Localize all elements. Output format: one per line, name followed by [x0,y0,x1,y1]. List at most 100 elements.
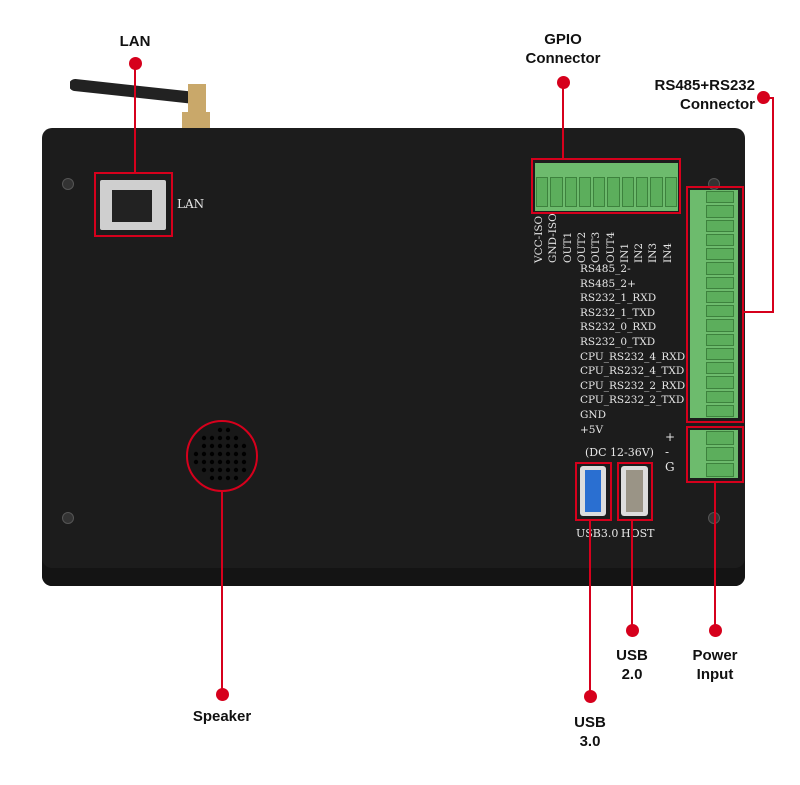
usb3-highlight [575,462,612,521]
gpio-pin-label: IN1 [618,242,631,263]
usb2-callout-label: USB 2.0 [607,646,657,684]
usb2-callout-line1: USB [616,647,648,664]
terminal-pin [706,463,734,477]
terminal-pin [706,333,734,346]
gpio-pin-label: IN2 [633,242,646,263]
usb2-leader-line [631,521,633,626]
gpio-pin-label: VCC-ISO [533,215,545,263]
terminal-pin [706,205,734,218]
host-silk-label: HOST [621,527,655,540]
rs-pin-label: RS485_2+ [580,277,636,290]
gpio-pin-label: OUT2 [575,231,588,263]
power-leader-line [714,483,716,626]
gpio-pin-label: OUT4 [604,231,617,263]
gpio-pin-label: OUT3 [590,231,603,263]
power-pin-ground: G [665,460,675,474]
gpio-pin-label: IN3 [647,242,660,263]
lan-port-icon [100,180,166,230]
power-callout-dot [709,624,722,637]
terminal-pin [578,177,592,207]
terminal-pin [706,362,734,375]
rs-terminal-block [690,190,738,418]
terminal-pin [607,177,620,207]
lan-leader-line [134,65,136,173]
rs-pin-label: CPU_RS232_2_RXD [580,379,686,392]
terminal-pin [650,177,663,207]
usb2-port-icon [621,466,648,516]
rs-pin-label: RS232_1_TXD [580,306,656,319]
terminal-pin [706,319,734,332]
terminal-pin [706,233,734,246]
rs-pin-label: RS232_0_RXD [580,321,657,334]
lan-callout-label: LAN [119,33,151,50]
terminal-pin [706,276,734,289]
terminal-pin [536,177,549,207]
rs-pin-label: RS232_1_RXD [580,292,657,305]
gpio-callout-line1: GPIO [544,31,582,48]
usb2-callout-line2: 2.0 [621,666,643,683]
usb3-silk-label: USB3.0 [576,527,619,540]
terminal-pin [706,262,734,275]
terminal-pin [550,177,563,207]
speaker-callout-dot [216,688,229,701]
speaker-leader-line [221,492,223,692]
rs-callout-line1: RS485+RS232 [654,77,756,94]
gpio-leader-line [562,84,564,159]
lan-callout-dot [129,57,142,70]
dc-voltage-label: (DC 12-36V) [585,446,654,459]
usb2-highlight [617,462,653,521]
power-pin-minus: - [665,445,670,459]
usb3-callout-label: USB 3.0 [565,713,615,751]
terminal-pin [706,290,734,303]
power-highlight [686,426,744,483]
usb3-port-icon [580,466,606,516]
rs-pin-label: RS485_2- [580,263,631,275]
usb3-leader-line [589,521,591,693]
rs-callout-line2: Connector [680,96,755,113]
speaker-callout-label: Speaker [192,708,252,725]
gpio-pin-label: GND-ISO [547,213,560,263]
screw-icon [62,178,74,190]
gpio-callout-dot [557,76,570,89]
rs-pin-label: +5V [580,423,604,436]
terminal-pin [706,347,734,360]
terminal-pin [621,177,635,207]
terminal-pin [706,248,734,261]
terminal-pin [706,376,734,389]
rs-highlight [686,186,744,423]
power-callout-line1: Power [692,647,738,664]
gpio-pin-label: IN4 [661,242,674,263]
usb3-callout-line2: 3.0 [579,733,601,750]
speaker-grille-icon [186,420,258,492]
gpio-terminal-block [535,163,678,211]
rs-leader-line [744,311,774,313]
terminal-pin [706,305,734,318]
gpio-pin-label: OUT1 [561,231,574,263]
power-pin-plus: + [665,430,676,444]
terminal-pin [706,390,734,403]
usb3-callout-dot [584,690,597,703]
terminal-pin [706,447,734,461]
terminal-pin [706,219,734,232]
usb3-callout-line1: USB [574,714,606,731]
terminal-pin [706,431,734,445]
terminal-pin [706,191,734,204]
rs-pin-label: GND [580,409,606,421]
usb2-callout-dot [626,624,639,637]
rs-pin-label: CPU_RS232_4_RXD [580,350,686,363]
terminal-pin [593,177,606,207]
rs-callout-dot [757,91,770,104]
lan-silk-label: LAN [177,197,205,211]
terminal-pin [706,404,734,417]
gpio-callout-label: GPIO Connector [510,30,616,68]
gpio-callout-line2: Connector [525,50,601,67]
terminal-pin [664,177,677,207]
terminal-pin [564,177,577,207]
rs-leader-line [772,97,774,313]
screw-icon [62,512,74,524]
terminal-pin [636,177,649,207]
